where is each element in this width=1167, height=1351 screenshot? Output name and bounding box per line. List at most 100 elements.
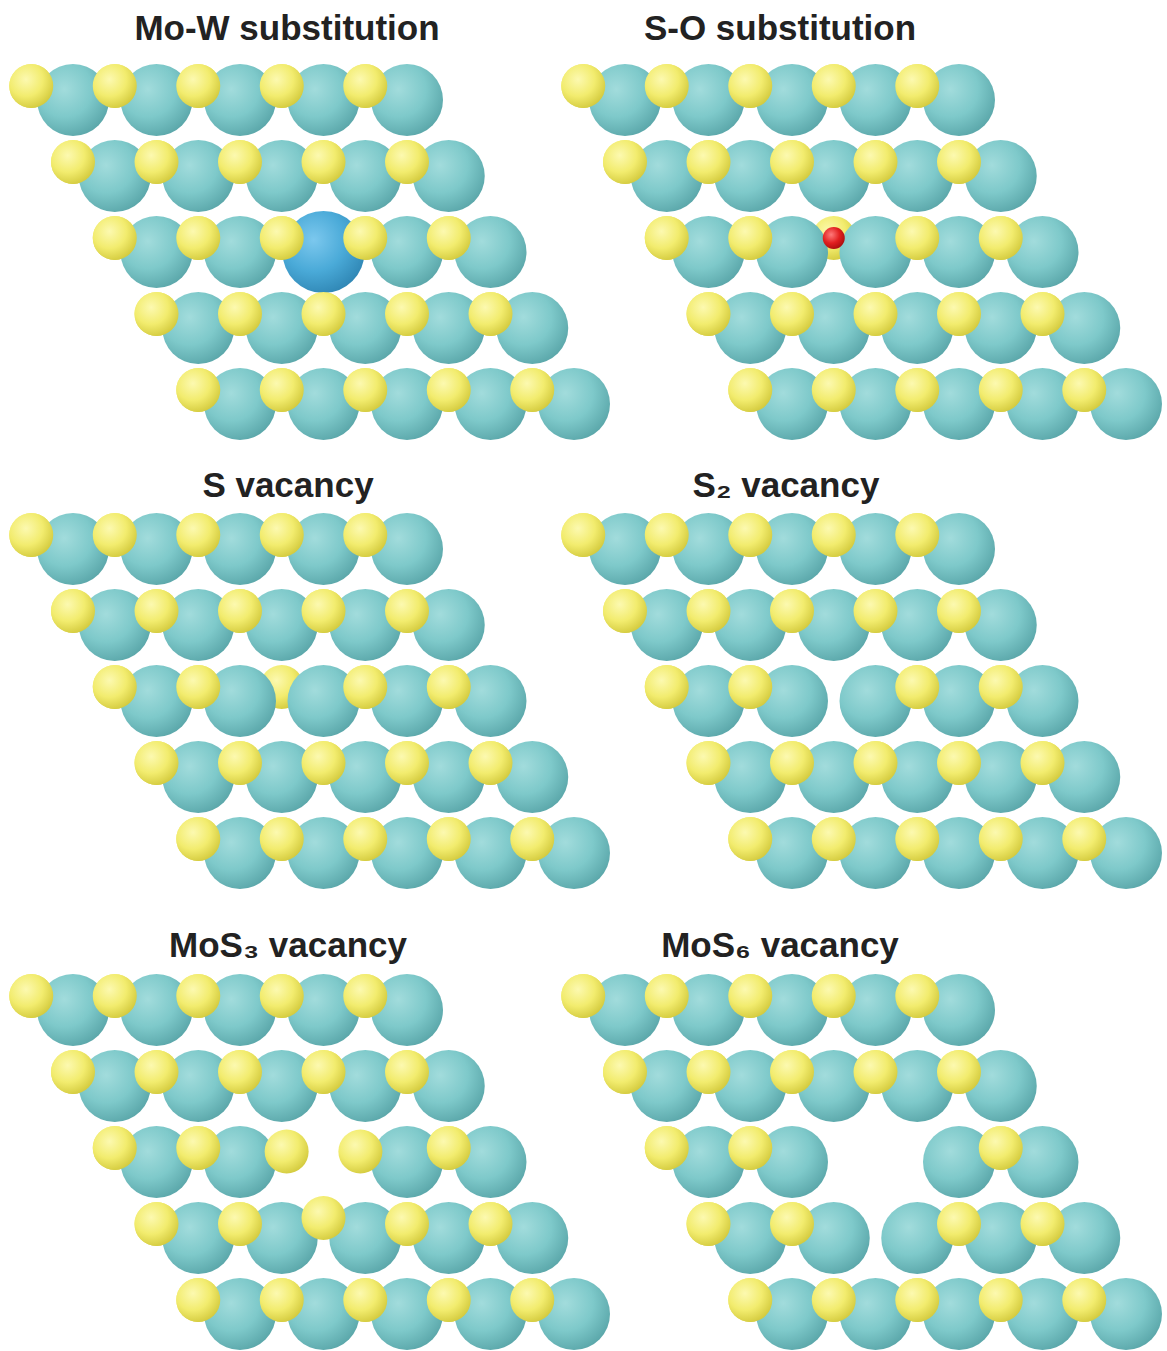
s-atom-bottom [51, 140, 95, 184]
s-atom-bottom [937, 1202, 981, 1246]
s-atom [687, 741, 731, 785]
s-atom [427, 817, 471, 861]
s-atom-bottom [770, 1050, 814, 1094]
s-atom-bottom [645, 64, 689, 108]
s-atom-bottom [176, 817, 220, 861]
s-atom [385, 741, 429, 785]
s-atom [427, 665, 471, 709]
panel-title: MoS₃ vacancy [169, 925, 407, 965]
s-atom [812, 974, 856, 1018]
s-atom [728, 665, 772, 709]
s-atom-bottom [937, 140, 981, 184]
s-atom [937, 589, 981, 633]
s-atom-bottom [603, 589, 647, 633]
s-atom [854, 741, 898, 785]
s-atom [979, 1126, 1023, 1170]
s-atom [135, 741, 179, 785]
s-atom-bottom [343, 817, 387, 861]
panel-title: S₂ vacancy [693, 465, 880, 505]
s-atom [812, 368, 856, 412]
s-atom-bottom [427, 1278, 471, 1322]
s-atom-bottom [51, 589, 95, 633]
s-atom [427, 216, 471, 260]
s-atom-bottom [260, 216, 304, 260]
s-atom [9, 513, 53, 557]
s-atom [687, 1202, 731, 1246]
s-atom-bottom [728, 817, 772, 861]
s-atom [561, 974, 605, 1018]
s-atom-bottom [176, 368, 220, 412]
s-atom [687, 1050, 731, 1094]
s-atom-bottom [135, 292, 179, 336]
s-atom [385, 1202, 429, 1246]
s-atom [302, 1196, 346, 1240]
s-atom-bottom [218, 589, 262, 633]
s-atom-bottom [770, 140, 814, 184]
s-atom [218, 1202, 262, 1246]
s-atom [302, 741, 346, 785]
s-atom [728, 817, 772, 861]
s-atom-bottom [510, 1278, 554, 1322]
s-atom [937, 292, 981, 336]
s-atom [603, 589, 647, 633]
s-atom-bottom [979, 216, 1023, 260]
s-atom [728, 368, 772, 412]
s-atom [9, 974, 53, 1018]
s-atom [510, 1278, 554, 1322]
s-atom-bottom [937, 741, 981, 785]
s-atom [218, 1050, 262, 1094]
s-atom [385, 1050, 429, 1094]
s-atom-bottom [176, 974, 220, 1018]
s-atom [937, 1202, 981, 1246]
s-atom-bottom [176, 216, 220, 260]
s-atom [770, 741, 814, 785]
s-atom [728, 1126, 772, 1170]
s-atom-bottom [1021, 1202, 1065, 1246]
s-atom [93, 974, 137, 1018]
s-atom [1062, 1278, 1106, 1322]
s-atom [338, 1130, 382, 1174]
s-atom-bottom [260, 974, 304, 1018]
s-atom [728, 216, 772, 260]
s-atom-bottom [93, 1126, 137, 1170]
s-atom-bottom [728, 64, 772, 108]
s-atom-bottom [135, 140, 179, 184]
s-atom-bottom [728, 665, 772, 709]
s-atom [176, 513, 220, 557]
s-atom [645, 64, 689, 108]
s-atom-bottom [135, 589, 179, 633]
s-atom [343, 513, 387, 557]
s-atom [176, 817, 220, 861]
s-atom-bottom [343, 665, 387, 709]
s-atom [770, 589, 814, 633]
s-atom [385, 140, 429, 184]
s-atom [135, 1050, 179, 1094]
s-atom [895, 817, 939, 861]
s-atom [895, 368, 939, 412]
s-atom-bottom [302, 140, 346, 184]
s-atom-bottom [770, 292, 814, 336]
s-atom [260, 64, 304, 108]
s-atom-bottom [770, 589, 814, 633]
s-atom-bottom [770, 1202, 814, 1246]
s-atom [728, 974, 772, 1018]
s-atom [645, 216, 689, 260]
s-atom-bottom [645, 1126, 689, 1170]
s-atom-bottom [176, 1126, 220, 1170]
s-atom [937, 1050, 981, 1094]
s-atom [895, 974, 939, 1018]
s-atom [645, 665, 689, 709]
s-atom [687, 140, 731, 184]
s-atom-bottom [895, 513, 939, 557]
s-atom-bottom [302, 1050, 346, 1094]
s-atom-bottom [561, 974, 605, 1018]
s-atom [469, 1202, 513, 1246]
s-atom-bottom [302, 741, 346, 785]
s-atom [260, 216, 304, 260]
s-atom-bottom [687, 292, 731, 336]
s-atom [979, 216, 1023, 260]
s-atom-bottom [260, 817, 304, 861]
s-atom-bottom [979, 665, 1023, 709]
s-atom-bottom [385, 589, 429, 633]
s-atom [1021, 741, 1065, 785]
